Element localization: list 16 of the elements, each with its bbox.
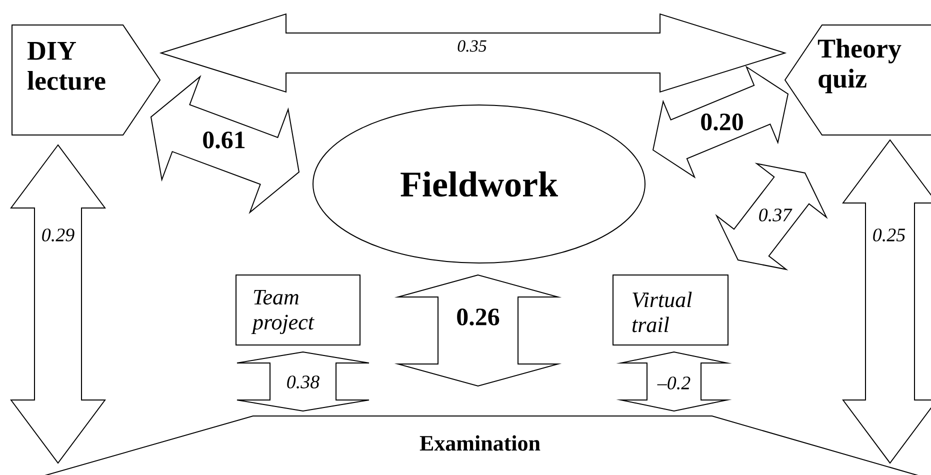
edge-label: 0.20	[699, 112, 745, 132]
edge-label: 0.37	[757, 208, 793, 222]
double-arrow	[616, 352, 732, 412]
edge-label: 0.29	[40, 228, 76, 242]
edge-label: 0.25	[871, 228, 907, 242]
edge-label: 0.35	[456, 39, 488, 53]
double-arrow	[236, 352, 370, 412]
ellipse-node: Fieldwork	[312, 104, 646, 264]
edge-label: –0.2	[656, 376, 692, 390]
edge-label: 0.38	[285, 374, 321, 390]
edge-label: 0.26	[455, 308, 501, 326]
trapezoid-band: Examination	[42, 416, 920, 475]
process-box: Virtual trail	[612, 274, 728, 346]
pentagon-box: DIY lecture	[12, 24, 161, 136]
edge-label: 0.61	[201, 130, 247, 150]
process-box: Team project	[236, 274, 360, 346]
